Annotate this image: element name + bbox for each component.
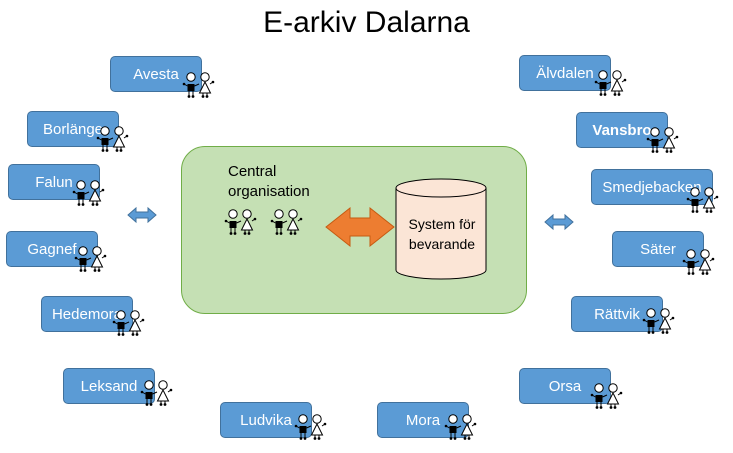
people-icon-gagnef	[74, 246, 107, 273]
people-icon-rattvik	[642, 308, 675, 335]
people-icon-mora	[444, 414, 477, 441]
municipality-alvdalen: Älvdalen	[519, 55, 611, 91]
database-cylinder	[395, 178, 487, 280]
left-side-arrow	[127, 206, 157, 224]
people-icon-ludvika	[294, 414, 327, 441]
people-icon-avesta	[182, 72, 215, 99]
people-icon-central-2	[270, 209, 303, 236]
people-icon-vansbro	[646, 127, 679, 154]
page-title: E-arkiv Dalarna	[263, 6, 470, 39]
right-side-arrow	[544, 213, 574, 231]
people-icon-borlange	[96, 126, 129, 153]
central-organisation-label: Central organisation	[228, 163, 310, 200]
people-icon-alvdalen	[594, 70, 627, 97]
people-icon-hedemora	[112, 310, 145, 337]
people-icon-central-1	[224, 209, 257, 236]
people-icon-smedjebacken	[686, 187, 719, 214]
people-icon-falun	[72, 180, 105, 207]
municipality-ludvika: Ludvika	[220, 402, 312, 438]
people-icon-leksand	[140, 380, 173, 407]
municipality-leksand: Leksand	[63, 368, 155, 404]
people-icon-sater	[682, 249, 715, 276]
system-label: System för bevarande	[408, 216, 476, 252]
main-double-arrow	[325, 206, 395, 248]
people-icon-orsa	[590, 383, 623, 410]
municipality-sater: Säter	[612, 231, 704, 267]
